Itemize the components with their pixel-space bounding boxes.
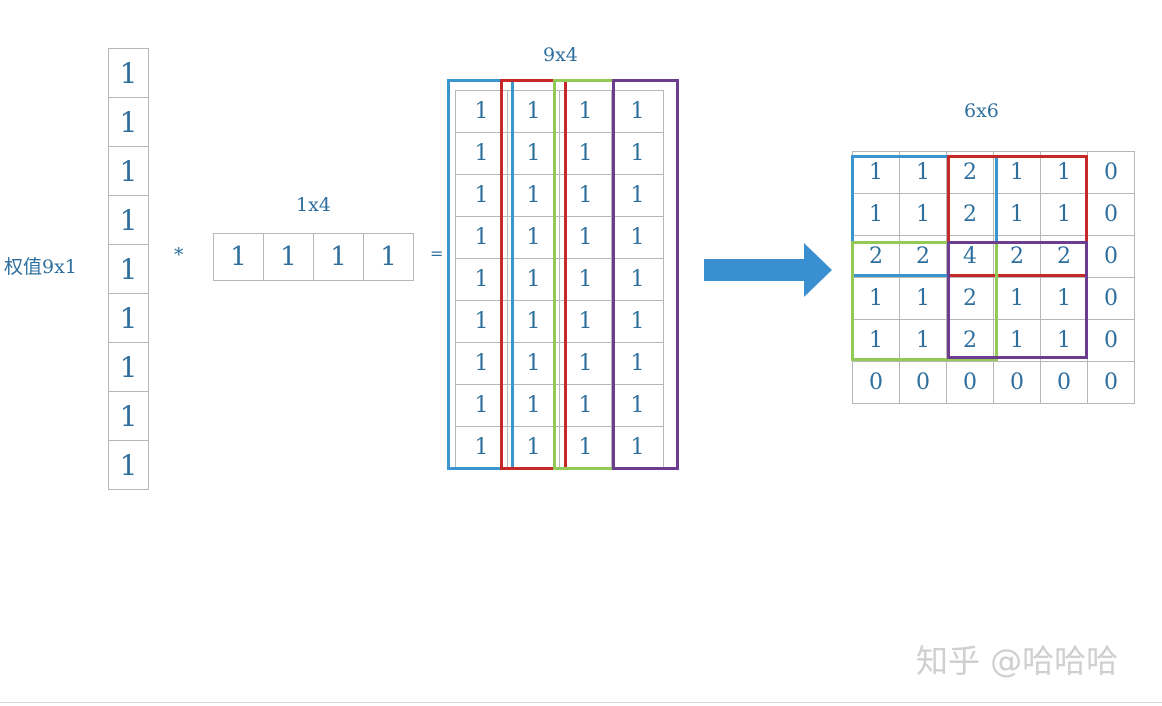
result-box-green xyxy=(851,241,998,361)
result-grid-cell: 0 xyxy=(994,362,1041,404)
product-grid-cell: 1 xyxy=(612,301,664,343)
row-vector-cell: 1 xyxy=(314,234,364,281)
weight-column-cell: 1 xyxy=(109,441,149,490)
product-grid-cell: 1 xyxy=(456,301,508,343)
row-vector-label: 1x4 xyxy=(296,194,331,216)
result-grid-cell: 1 xyxy=(900,194,947,236)
row-vector-cell: 1 xyxy=(214,234,264,281)
result-grid-cell: 2 xyxy=(900,236,947,278)
product-grid-cell: 1 xyxy=(612,259,664,301)
product-column-box-purple xyxy=(612,79,679,470)
result-grid-cell: 0 xyxy=(853,362,900,404)
weight-column-cell: 1 xyxy=(109,245,149,294)
result-grid-cell: 4 xyxy=(947,236,994,278)
product-grid-cell: 1 xyxy=(456,91,508,133)
result-grid-cell: 0 xyxy=(1041,362,1088,404)
product-grid-cell: 1 xyxy=(612,133,664,175)
result-grid-cell: 2 xyxy=(947,152,994,194)
product-grid-cell: 1 xyxy=(508,301,560,343)
product-grid-cell: 1 xyxy=(560,217,612,259)
result-grid-cell: 1 xyxy=(853,278,900,320)
product-grid-cell: 1 xyxy=(560,133,612,175)
product-column-box-blue xyxy=(447,79,514,470)
product-grid-cell: 1 xyxy=(508,91,560,133)
result-grid-cell: 2 xyxy=(994,236,1041,278)
result-grid-cell: 0 xyxy=(1088,236,1135,278)
weight-column-cell: 1 xyxy=(109,147,149,196)
product-grid-cell: 1 xyxy=(560,385,612,427)
right-arrow-icon xyxy=(704,243,832,297)
result-grid-cell: 2 xyxy=(853,236,900,278)
weight-label: 权值9x1 xyxy=(4,256,77,278)
result-grid-cell: 0 xyxy=(1088,152,1135,194)
product-grid-cell: 1 xyxy=(456,343,508,385)
product-grid-cell: 1 xyxy=(612,91,664,133)
weight-column-cell: 1 xyxy=(109,392,149,441)
product-grid-cell: 1 xyxy=(508,343,560,385)
weight-column-cell: 1 xyxy=(109,98,149,147)
product-grid-cell: 1 xyxy=(508,217,560,259)
result-grid-cell: 2 xyxy=(947,278,994,320)
product-grid-cell: 1 xyxy=(560,259,612,301)
product-grid-cell: 1 xyxy=(508,133,560,175)
product-column-box-green xyxy=(553,79,615,470)
multiply-sign: * xyxy=(174,244,184,266)
result-grid-cell: 1 xyxy=(994,320,1041,362)
result-grid-cell: 1 xyxy=(900,278,947,320)
result-label: 6x6 xyxy=(964,100,999,122)
result-grid-cell: 2 xyxy=(947,194,994,236)
result-grid-cell: 0 xyxy=(1088,362,1135,404)
result-grid-cell: 1 xyxy=(853,194,900,236)
result-box-red xyxy=(947,155,1088,277)
result-grid-cell: 1 xyxy=(853,320,900,362)
product-grid-cell: 1 xyxy=(560,91,612,133)
product-grid-cell: 1 xyxy=(456,385,508,427)
row-vector-cell: 1 xyxy=(264,234,314,281)
result-grid-cell: 0 xyxy=(1088,278,1135,320)
result-grid-cell: 1 xyxy=(853,152,900,194)
product-grid-cell: 1 xyxy=(456,217,508,259)
result-grid-cell: 1 xyxy=(900,152,947,194)
result-grid-cell: 1 xyxy=(900,320,947,362)
result-box-purple xyxy=(947,241,1088,359)
result-grid-cell: 1 xyxy=(994,278,1041,320)
result-box-blue xyxy=(851,155,998,277)
watermark: 知乎 @哈哈哈 xyxy=(916,642,1119,680)
product-grid-cell: 1 xyxy=(612,343,664,385)
result-grid-cell: 0 xyxy=(1088,194,1135,236)
result-grid-cell: 2 xyxy=(947,320,994,362)
equals-sign: = xyxy=(430,244,444,263)
weight-column-cell: 1 xyxy=(109,196,149,245)
product-grid-cell: 1 xyxy=(612,385,664,427)
product-column-box-red xyxy=(500,79,567,470)
result-grid-cell: 1 xyxy=(994,152,1041,194)
product-label: 9x4 xyxy=(543,44,578,66)
weight-column-cell: 1 xyxy=(109,343,149,392)
product-grid-cell: 1 xyxy=(612,217,664,259)
bottom-divider xyxy=(0,702,1162,703)
product-grid-cell: 1 xyxy=(560,343,612,385)
result-grid-cell: 0 xyxy=(900,362,947,404)
row-vector-cell: 1 xyxy=(364,234,414,281)
product-grid-cell: 1 xyxy=(612,175,664,217)
result-grid-cell: 0 xyxy=(1088,320,1135,362)
result-grid-cell: 0 xyxy=(947,362,994,404)
weight-column-cell: 1 xyxy=(109,294,149,343)
product-grid-cell: 1 xyxy=(560,175,612,217)
product-grid-cell: 1 xyxy=(560,301,612,343)
product-grid-cell: 1 xyxy=(508,175,560,217)
product-grid-cell: 1 xyxy=(456,175,508,217)
product-grid-cell: 1 xyxy=(508,385,560,427)
product-grid-cell: 1 xyxy=(508,259,560,301)
product-grid-cell: 1 xyxy=(456,133,508,175)
result-grid-cell: 1 xyxy=(994,194,1041,236)
product-grid-cell: 1 xyxy=(456,259,508,301)
weight-column-cell: 1 xyxy=(109,49,149,98)
